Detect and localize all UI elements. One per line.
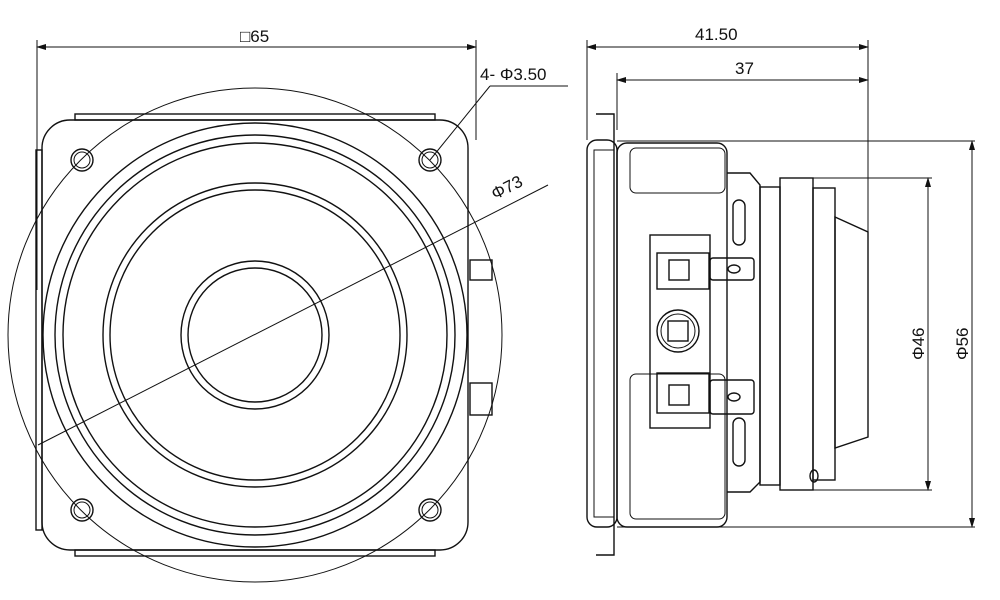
back-plate bbox=[812, 187, 836, 481]
outer-circle bbox=[7, 87, 503, 583]
terminal-bottom bbox=[469, 382, 493, 416]
solder-tab-top bbox=[709, 257, 755, 281]
front-view: □65 4- Φ3.50 Φ73 bbox=[7, 27, 568, 583]
pole-cap bbox=[834, 215, 869, 449]
flange bbox=[586, 139, 618, 528]
mounting-holes bbox=[70, 148, 442, 522]
dim-label-41-50: 41.50 bbox=[695, 25, 738, 44]
cone-edge bbox=[102, 182, 408, 488]
dim-label-37: 37 bbox=[735, 59, 754, 78]
dim-label-46: Φ46 bbox=[909, 328, 928, 360]
frame-square bbox=[41, 119, 469, 551]
dim-label-holes: 4- Φ3.50 bbox=[480, 65, 547, 84]
dim-label-65: □65 bbox=[240, 27, 269, 46]
dust-cap bbox=[180, 260, 330, 410]
side-view: 41.50 37 Φ46 Φ56 bbox=[586, 25, 975, 556]
dim-label-56: Φ56 bbox=[953, 328, 972, 360]
solder-tab-bottom bbox=[709, 379, 755, 415]
magnet bbox=[779, 177, 814, 491]
terminal-top bbox=[469, 259, 493, 281]
terminal-block bbox=[649, 234, 711, 429]
